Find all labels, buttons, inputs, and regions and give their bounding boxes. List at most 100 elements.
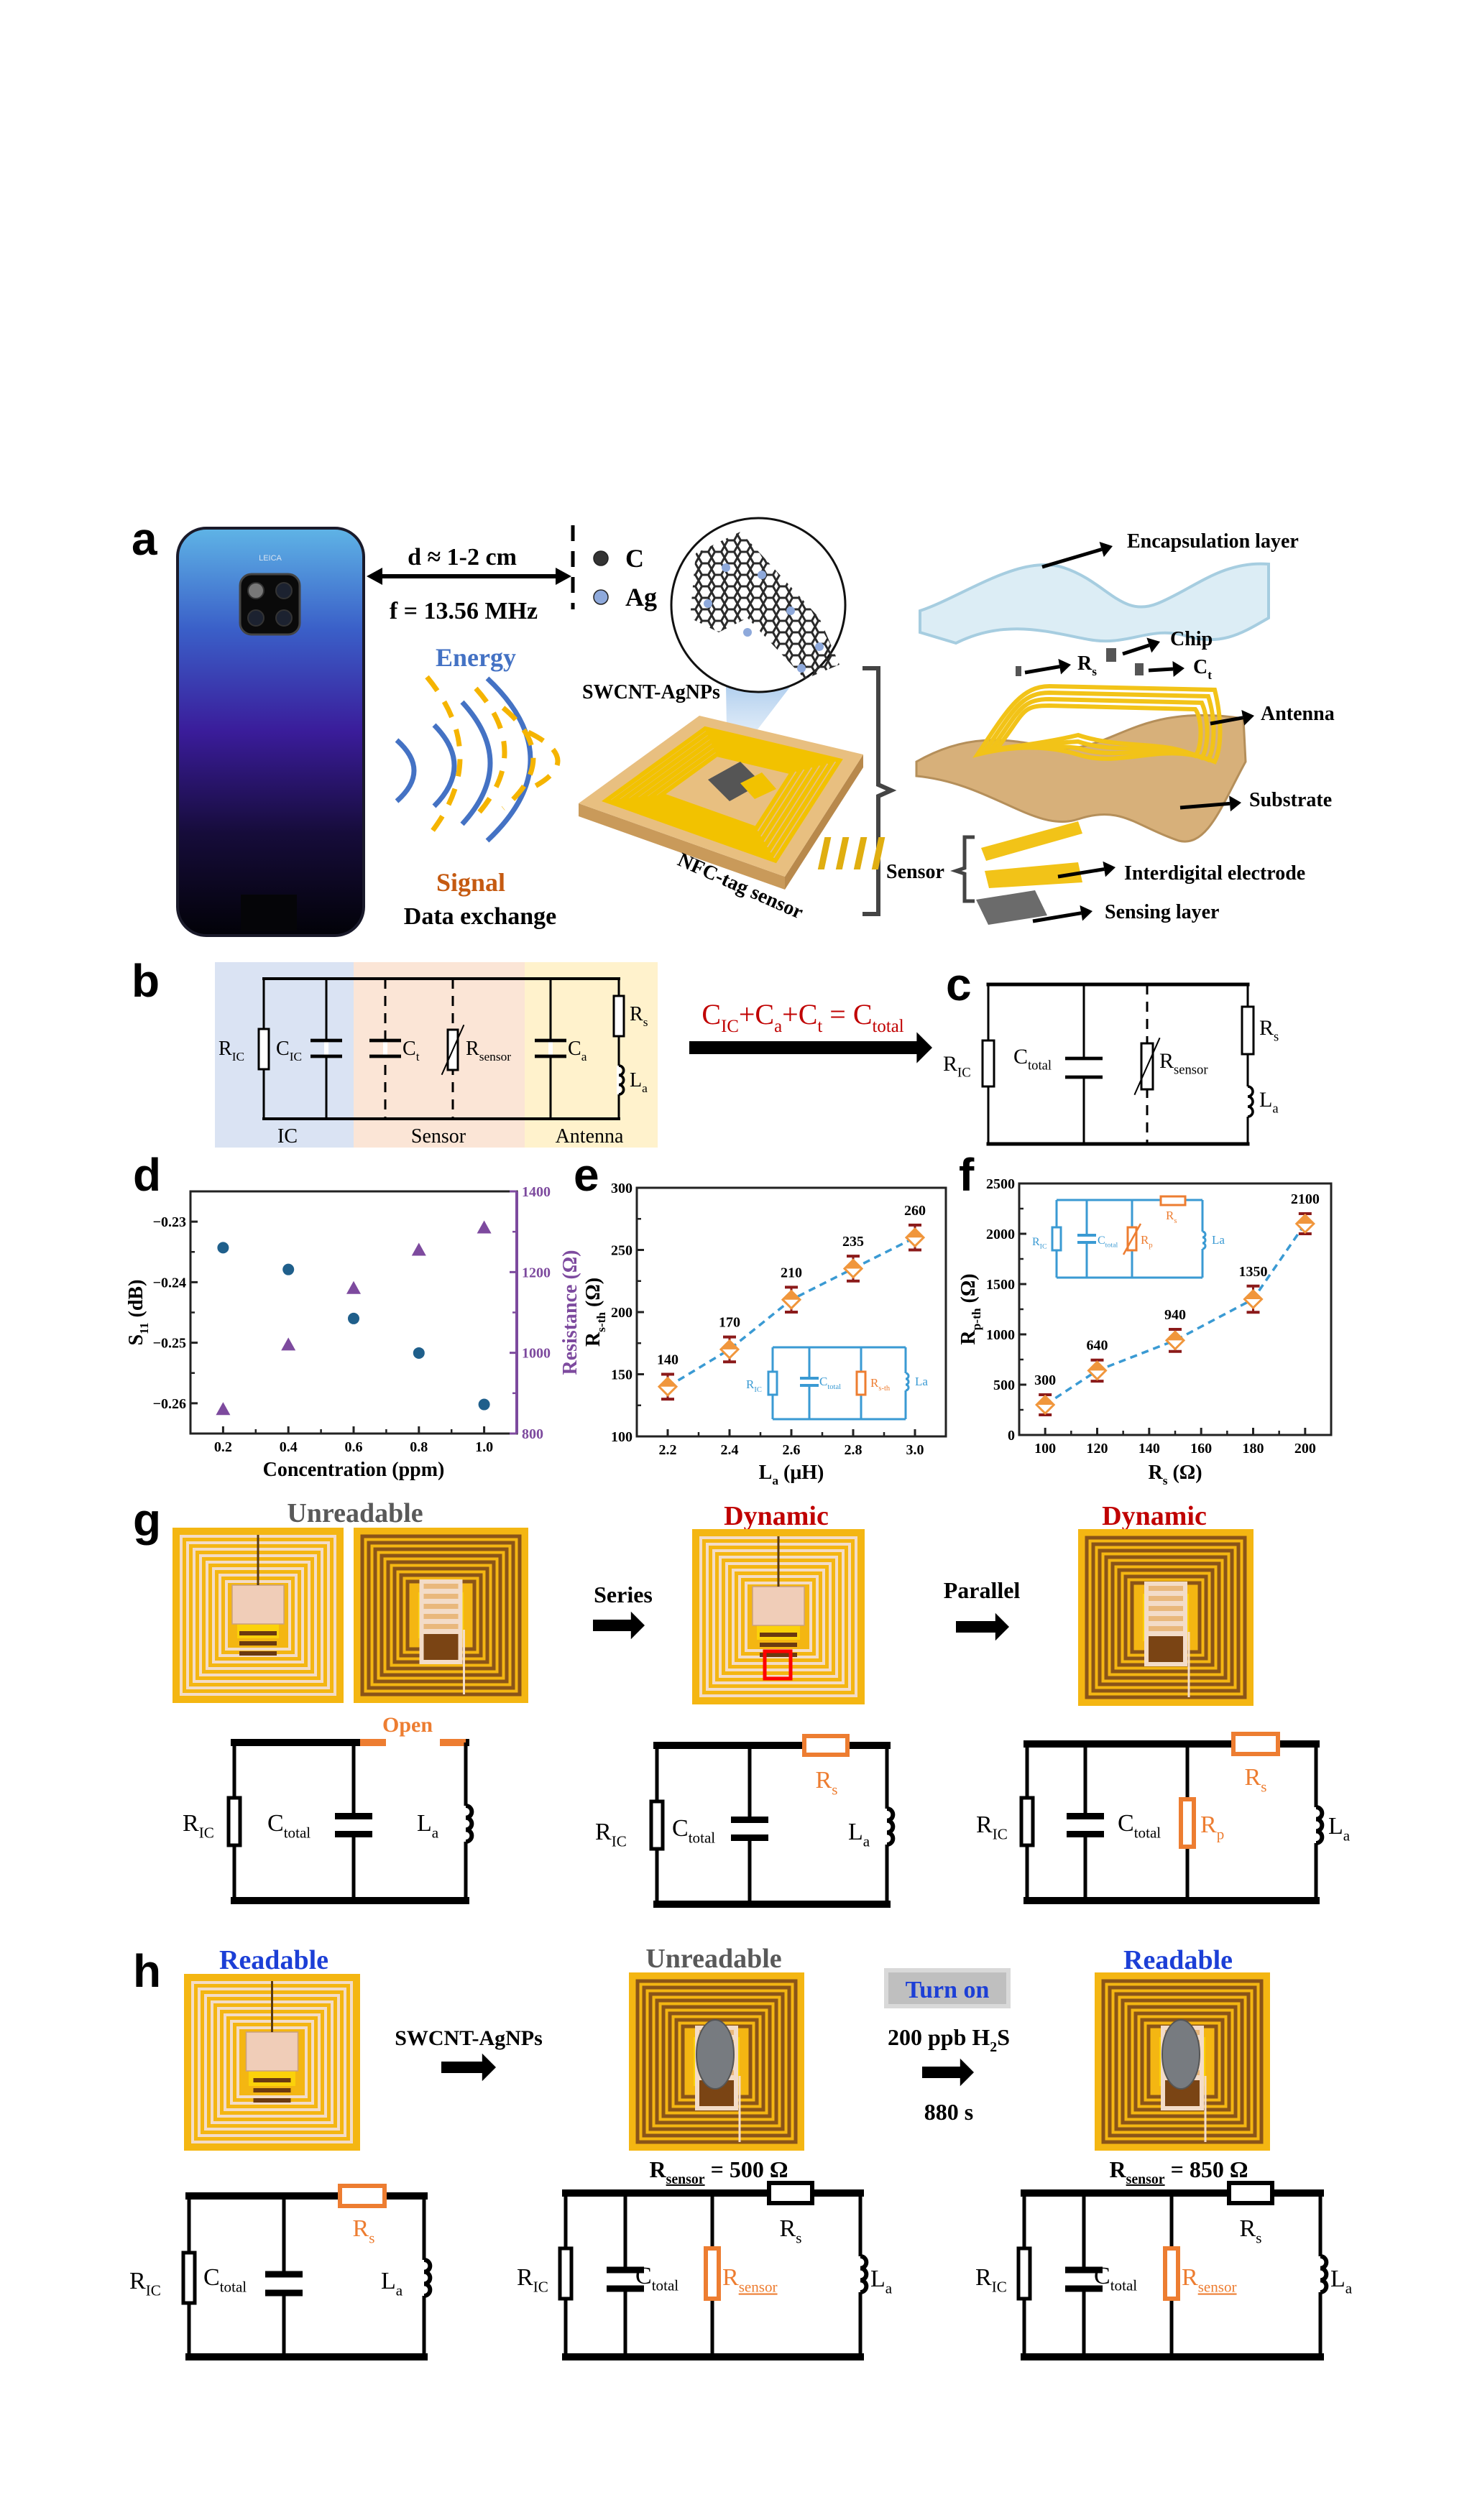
capacitor-gap — [804, 1378, 815, 1385]
subscript: a — [1343, 1827, 1351, 1845]
energy-wave — [432, 723, 457, 808]
coil-trace — [635, 1979, 798, 2144]
label: La — [1330, 2266, 1353, 2297]
coil-trace — [367, 1541, 515, 1690]
electrode-finger — [423, 1594, 459, 1599]
label-part: L — [759, 1462, 773, 1484]
s11-point — [413, 1347, 425, 1359]
subscript: s — [796, 2230, 801, 2247]
label: Rs — [780, 2215, 802, 2247]
label-part: L — [870, 2266, 886, 2292]
label-part: C — [402, 1038, 416, 1060]
y-axis-label: Rs-th (Ω) — [582, 1278, 608, 1347]
label: Ctotal — [1098, 1234, 1118, 1249]
resistor-symbol — [767, 1370, 778, 1396]
label: Rp — [1141, 1233, 1153, 1250]
frequency-label: f = 13.56 MHz — [390, 598, 538, 624]
label-part: R — [650, 2156, 667, 2182]
resistor-symbol — [981, 1039, 995, 1088]
marker-fill — [845, 1260, 862, 1269]
data-label: 300 — [1034, 1372, 1056, 1388]
y-tick-label: 800 — [522, 1426, 543, 1442]
resistor-symbol — [1241, 1005, 1255, 1056]
data-label: 170 — [719, 1315, 740, 1331]
equivalent-circuit-c — [981, 982, 1255, 1146]
coil-trace — [386, 1560, 496, 1671]
y-tick-label: 1500 — [986, 1277, 1015, 1293]
y-tick-label: −0.24 — [153, 1275, 186, 1291]
subscript: p — [1217, 1826, 1225, 1843]
rs-resistor-symbol — [1159, 1195, 1187, 1206]
encapsulation-label: Encapsulation layer — [1127, 530, 1299, 553]
label-part: R — [1159, 1049, 1174, 1073]
y-tick-label: 300 — [611, 1181, 632, 1196]
exploded-layers — [817, 562, 1270, 925]
data-point — [1294, 1213, 1315, 1234]
data-label: 1350 — [1239, 1264, 1268, 1280]
electrode-finger — [817, 837, 832, 869]
label-part: (Ω) — [582, 1278, 604, 1312]
label-part: R — [1200, 1811, 1217, 1838]
arrow-shaft — [1148, 667, 1174, 673]
data-exchange-label: Data exchange — [404, 903, 556, 930]
antenna-coil — [638, 743, 811, 842]
subscript: a — [863, 1833, 870, 1850]
subscript: s-th — [594, 1312, 608, 1332]
label-part: C — [568, 1038, 581, 1060]
label: Ctotal — [203, 2264, 247, 2296]
trend-line — [1044, 1223, 1307, 1406]
data-point — [657, 1376, 678, 1397]
subscript: total — [284, 1824, 311, 1842]
label-part: R — [1077, 652, 1092, 675]
y-axis-label: Rp-th (Ω) — [957, 1273, 983, 1344]
subscript: t — [416, 1050, 420, 1063]
x-tick-label: 0.4 — [280, 1439, 298, 1455]
capacitor-gap — [1082, 1058, 1086, 1077]
energy-wave — [460, 700, 493, 826]
chip-pad — [752, 1586, 805, 1626]
subscript: 2 — [990, 2039, 997, 2055]
coil-trace — [1104, 1555, 1228, 1680]
phone-logo: LEICA — [259, 554, 282, 563]
photo-coated-tag — [629, 1972, 804, 2151]
label: RIC — [975, 2264, 1007, 2296]
label-part: C — [702, 998, 721, 1030]
highlight-box — [763, 1649, 793, 1681]
y-tick-label: 250 — [611, 1243, 632, 1259]
marker-fill — [1296, 1215, 1314, 1224]
label-part: R — [595, 1819, 612, 1845]
label: La — [1259, 1088, 1279, 1116]
state-title: Readable — [219, 1945, 328, 1975]
ag-particle — [722, 563, 730, 572]
data-label: 260 — [904, 1203, 926, 1219]
distance-arrow — [367, 568, 571, 585]
data-label: 640 — [1087, 1338, 1108, 1354]
inductor-gap — [1317, 2256, 1324, 2292]
marker-fill — [1036, 1396, 1054, 1405]
arrow-shaft — [1057, 867, 1105, 879]
photo-unreadable-1 — [172, 1528, 344, 1703]
sensor-label: Sensor — [886, 861, 944, 883]
subscript: IC — [1040, 1242, 1047, 1250]
x-tick-label: 1.0 — [475, 1439, 493, 1455]
label-part: R — [1110, 2156, 1127, 2182]
signal-label: Signal — [436, 868, 505, 897]
panel-label-h: h — [133, 1945, 161, 1997]
material-label: SWCNT-AgNPs — [582, 681, 720, 703]
subscript: a — [886, 2280, 893, 2297]
arrow-icon — [1057, 861, 1116, 879]
label-part: L — [1330, 2266, 1346, 2292]
marker-fill — [906, 1229, 924, 1238]
ag-particle — [743, 628, 752, 637]
arrow-shaft — [1122, 643, 1150, 656]
section-label: IC — [277, 1125, 298, 1148]
photo-unreadable-2 — [354, 1528, 528, 1703]
marker-fill — [783, 1291, 800, 1300]
arrow-head — [1229, 795, 1241, 812]
subscript: IC — [957, 1065, 971, 1080]
arrow-shaft — [1032, 911, 1082, 923]
capacitor-gap — [1081, 1235, 1092, 1242]
label-part: R — [1240, 2215, 1256, 2242]
